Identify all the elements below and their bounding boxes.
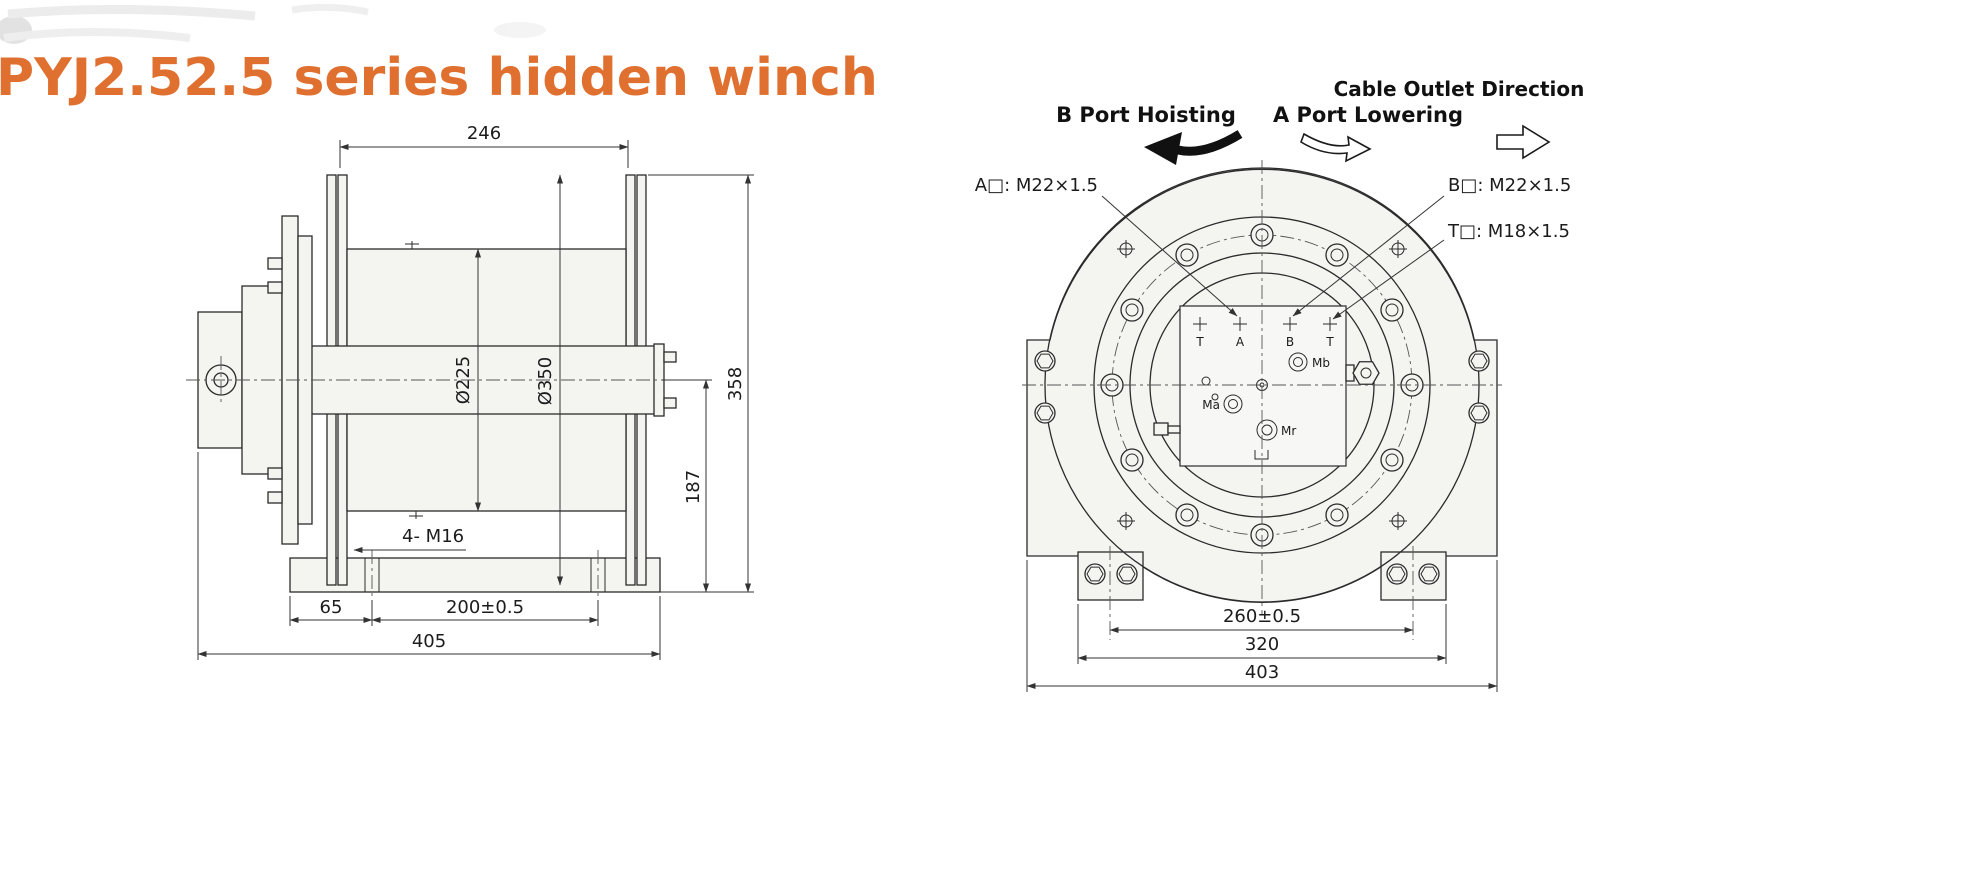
dim-405: 405 — [197, 452, 661, 660]
lowering-arrow-icon — [1300, 132, 1372, 163]
dim-403: 403 — [1026, 560, 1498, 692]
filler-plug-mark — [405, 241, 423, 519]
callout-port-t-label: T□: M18×1.5 — [1447, 221, 1570, 242]
dim-65-label: 65 — [320, 597, 343, 618]
dim-358-label: 358 — [725, 367, 746, 401]
callout-port-a-label: A□: M22×1.5 — [975, 175, 1098, 196]
port-mark-t2: T — [1325, 335, 1334, 349]
dim-320: 320 — [1077, 604, 1447, 664]
dim-260-label: 260±0.5 — [1223, 606, 1301, 627]
callout-port-b: B□: M22×1.5 — [1292, 175, 1571, 317]
hex-plug — [1345, 361, 1380, 385]
side-view: 246 Ø225 Ø350 358 187 4- M16 — [186, 123, 754, 660]
dim-320-label: 320 — [1245, 634, 1279, 655]
port-mark-t1: T — [1195, 335, 1204, 349]
dim-405-label: 405 — [412, 631, 446, 652]
dim-200-label: 200±0.5 — [446, 597, 524, 618]
port-mark-a: A — [1236, 335, 1245, 349]
port-mark-mr: Mr — [1281, 424, 1296, 438]
hoisting-arrow-icon — [1144, 130, 1243, 165]
dim-260: 260±0.5 — [1109, 606, 1414, 634]
dim-flange-dia: Ø350 — [535, 174, 564, 586]
base-bolt-holes — [364, 550, 606, 600]
front-view: T A B T Mb Ma Mr — [975, 77, 1585, 692]
callout-port-a: A□: M22×1.5 — [975, 175, 1238, 317]
dim-65: 65 — [289, 596, 373, 626]
dim-187: 187 — [662, 379, 712, 593]
dim-246-label: 246 — [467, 123, 501, 144]
valve-ports: T A B T Mb Ma Mr — [1193, 317, 1337, 460]
callout-4xM16-label: 4- M16 — [402, 526, 464, 547]
callout-4xM16: 4- M16 — [353, 526, 466, 554]
port-mark-b: B — [1286, 335, 1294, 349]
dim-flange-dia-label: Ø350 — [535, 357, 556, 406]
hoisting-label: B Port Hoisting — [1056, 103, 1236, 127]
callout-port-b-label: B□: M22×1.5 — [1448, 175, 1571, 196]
dim-200: 200±0.5 — [371, 597, 599, 626]
dim-403-label: 403 — [1245, 662, 1279, 683]
grease-fitting — [1153, 422, 1181, 436]
dim-drum-dia: Ø225 — [453, 248, 482, 512]
page-title: PYJ2.52.5 series hidden winch — [0, 48, 878, 108]
cable-outlet-label: Cable Outlet Direction — [1334, 77, 1585, 101]
scan-artifact — [0, 3, 546, 44]
port-mark-ma: Ma — [1202, 398, 1220, 412]
dim-187-label: 187 — [683, 470, 704, 504]
lowering-label: A Port Lowering — [1273, 103, 1463, 127]
dim-drum-dia-label: Ø225 — [453, 356, 474, 405]
cable-outlet-arrow-icon — [1496, 124, 1551, 160]
port-mark-mb: Mb — [1312, 356, 1330, 370]
valve-plate — [1179, 305, 1347, 467]
callout-port-t: T□: M18×1.5 — [1332, 221, 1570, 320]
dim-246: 246 — [339, 123, 629, 168]
dim-358: 358 — [648, 174, 754, 593]
